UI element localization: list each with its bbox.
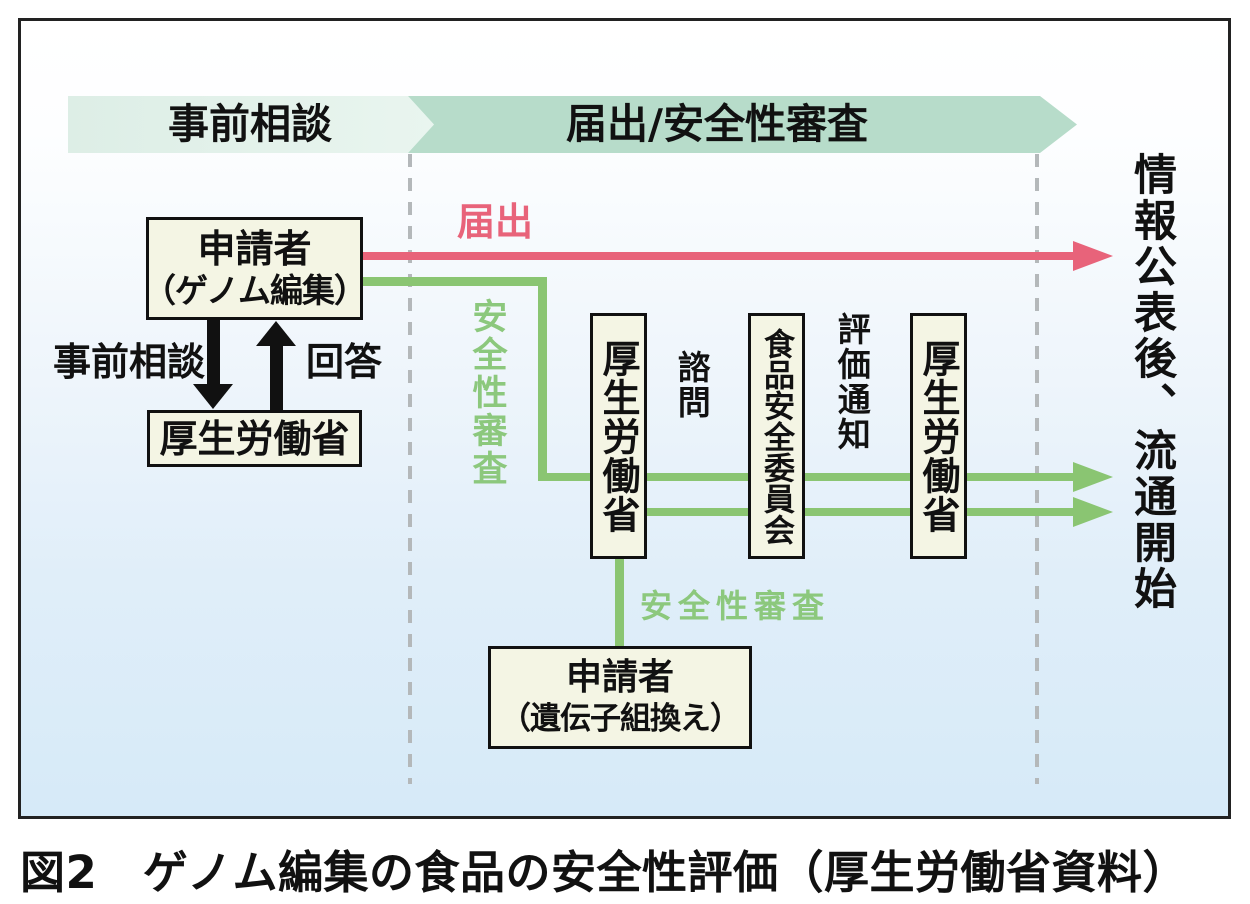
node-applicant-gmo: 申請者 （遺伝子組換え） [488,646,752,749]
safety-review-line-lower [647,508,1075,516]
safety-review-line-gmo [615,558,624,647]
prior-consultation-arrow-shaft [207,320,220,386]
reply-arrow-shaft [270,345,283,410]
consultation-label: 諮問 [672,350,712,420]
outcome-label: 情報公表後、流通開始 [1126,152,1177,612]
node-mhlw-review1: 厚生労働省 [590,313,647,559]
node-applicant-genome: 申請者 （ゲノム編集） [143,217,367,320]
safety-review-lower-arrowhead-icon [1073,497,1113,527]
node-mhlw-prior-label: 厚生労働省 [159,416,350,461]
phase2-banner-arrow [408,96,1077,153]
node-mhlw-prior: 厚生労働省 [147,410,362,467]
figure-caption: 図2 ゲノム編集の食品の安全性評価（厚生労働省資料） [20,846,1188,899]
phase-separator-right [1035,154,1039,784]
node-mhlw-review2: 厚生労働省 [910,313,967,559]
phase1-label: 事前相談 [168,100,332,148]
prior-consultation-arrowhead-icon [193,384,233,409]
node-applicant-genome-line2: （ゲノム編集） [143,270,367,310]
node-applicant-gmo-line2: （遺伝子組換え） [500,700,741,737]
prior-consultation-label: 事前相談 [53,340,206,384]
safety-review-upper-arrowhead-icon [1073,462,1113,492]
node-food-safety-commission-label: 食品安全委員会 [758,327,794,545]
safety-review-vertical-label: 安全性審査 [466,298,507,488]
notification-arrowhead-icon [1073,241,1113,271]
safety-review-horizontal-label: 安全性審査 [640,587,831,625]
safety-review-elbow-vertical [538,277,547,481]
node-applicant-gmo-line1: 申請者 [565,656,674,698]
node-mhlw-review1-label: 厚生労働省 [596,338,640,534]
phase-separator-left [408,154,412,784]
phase1-banner-arrow [68,96,434,153]
reply-arrowhead-icon [256,321,296,346]
notification-label: 届出 [457,200,534,244]
reply-label: 回答 [306,340,383,384]
evaluation-notice-label: 評価通知 [832,312,872,452]
node-food-safety-commission: 食品安全委員会 [748,313,805,559]
node-applicant-genome-line1: 申請者 [197,226,312,271]
safety-review-line-upper [538,473,1075,481]
safety-review-elbow-horizontal [363,277,547,286]
node-mhlw-review2-label: 厚生労働省 [916,338,960,534]
notification-line [363,252,1075,260]
phase2-label: 届出/安全性審査 [566,100,868,148]
